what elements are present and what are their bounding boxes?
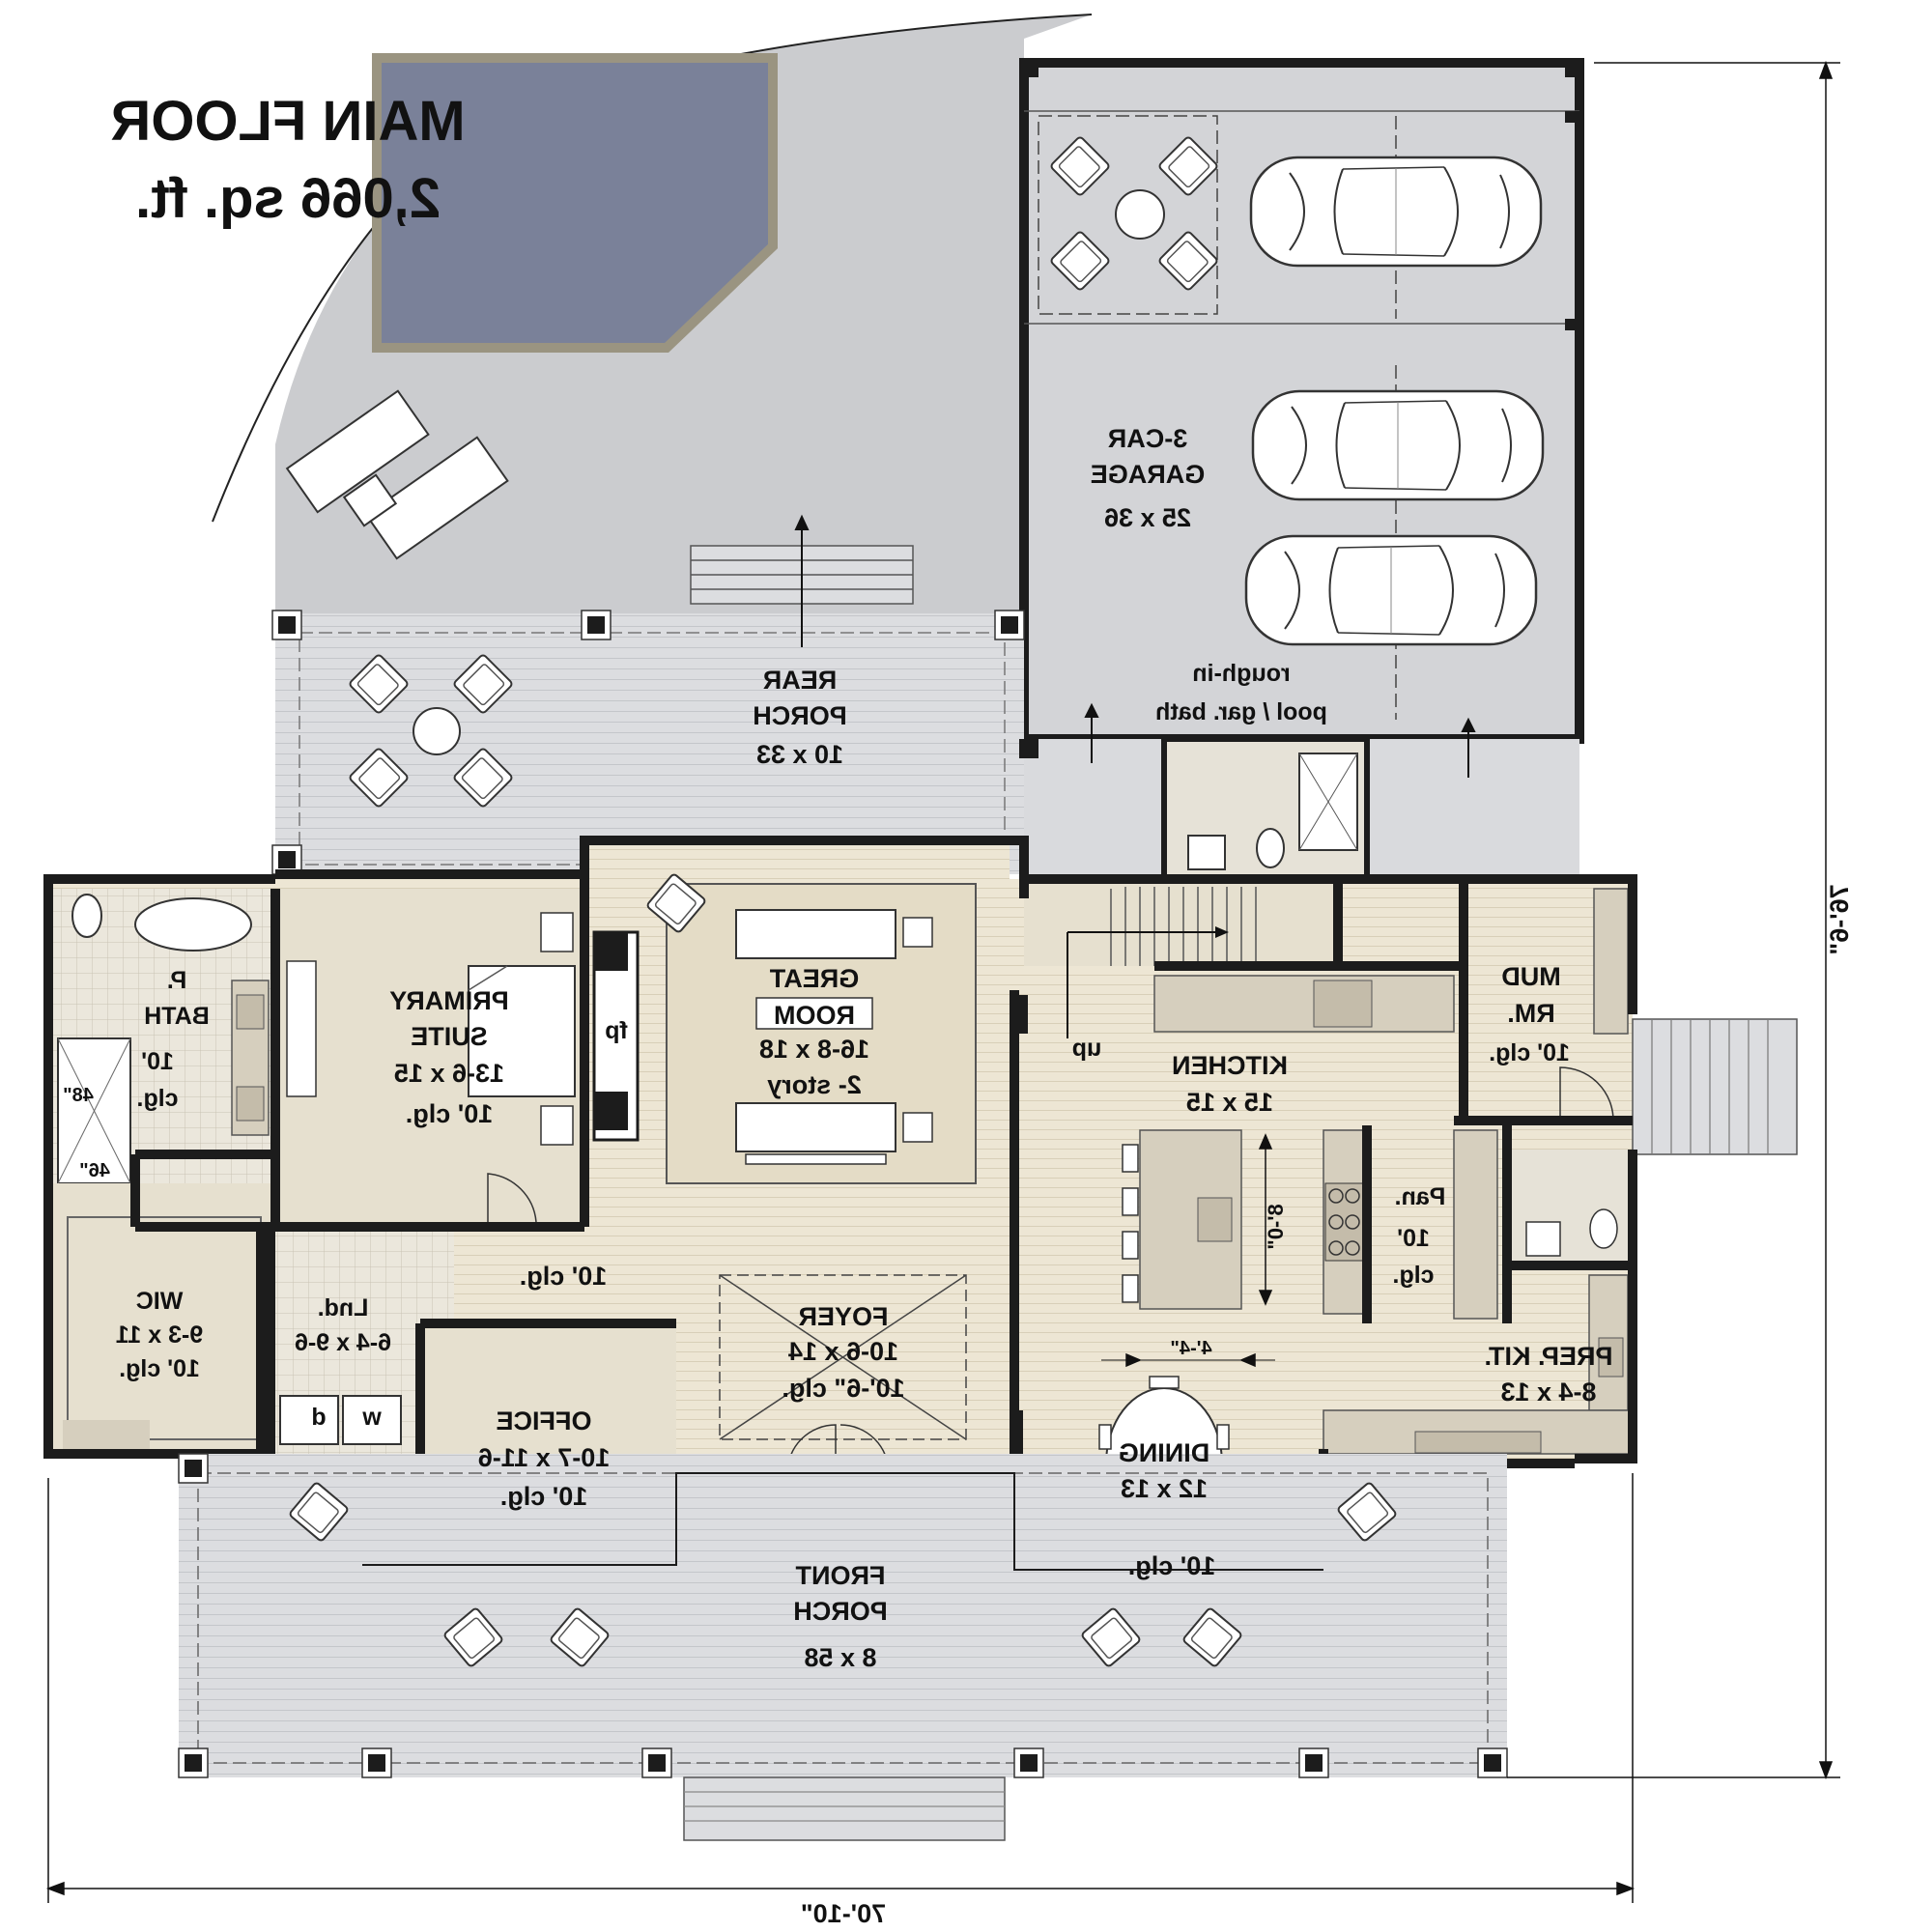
garage-label: 3-CAR bbox=[1108, 424, 1188, 453]
front-porch-floor bbox=[179, 1454, 1507, 1777]
stairs-up-label: up bbox=[1072, 1035, 1102, 1062]
office-label: OFFICE bbox=[497, 1406, 592, 1435]
mud-steps bbox=[1632, 1018, 1798, 1155]
garage-size: 25 x 36 bbox=[1104, 503, 1191, 532]
front-steps bbox=[683, 1776, 1006, 1841]
great-room-size: 16-8 x 18 bbox=[759, 1035, 869, 1064]
hall-ceiling: 10' clg. bbox=[520, 1262, 607, 1291]
rear-porch-label: REAR bbox=[763, 666, 838, 695]
prep-kitchen-size: 8-4 x 13 bbox=[1500, 1378, 1596, 1406]
aisle-width: 4'-4" bbox=[1170, 1338, 1211, 1359]
great-room-note: 2- story bbox=[767, 1070, 862, 1099]
dining-ceiling: 10' clg. bbox=[1128, 1551, 1215, 1580]
washer-label: w bbox=[362, 1404, 383, 1431]
shower-width: 46" bbox=[79, 1160, 110, 1181]
garage-seating bbox=[1048, 134, 1220, 293]
wic-ceiling: 10' clg. bbox=[119, 1355, 200, 1382]
kitchen-label: KITCHEN bbox=[1172, 1051, 1288, 1080]
stair-area bbox=[1024, 879, 1333, 966]
rear-porch-label-2: PORCH bbox=[753, 701, 847, 730]
p-bath-label: P. bbox=[167, 967, 186, 994]
primary-bed bbox=[468, 965, 576, 1097]
front-porch-label: FRONT bbox=[795, 1561, 885, 1590]
shower-depth: 48" bbox=[63, 1085, 94, 1106]
island-length: 8'-0" bbox=[1264, 1204, 1288, 1249]
laundry-label: Lnd. bbox=[318, 1294, 369, 1321]
kitchen-counter bbox=[1153, 975, 1455, 1033]
fireplace-label: fp bbox=[605, 1017, 628, 1044]
great-room-label: GREAT bbox=[769, 964, 859, 993]
great-room-label-2: ROOM bbox=[774, 1001, 855, 1030]
overall-depth: 76'-6" bbox=[1825, 884, 1854, 954]
plan-title: MAIN FLOOR bbox=[110, 90, 465, 153]
rear-porch-seating bbox=[347, 652, 515, 810]
foyer-size: 10-6 x 14 bbox=[788, 1337, 898, 1366]
primary-suite-size: 13-6 x 15 bbox=[394, 1059, 504, 1088]
office-ceiling: 10' clg. bbox=[500, 1482, 587, 1511]
front-porch-label-2: PORCH bbox=[793, 1597, 888, 1626]
prep-kitchen-label: PREP. KIT. bbox=[1484, 1342, 1612, 1371]
overall-width: 70'-10" bbox=[801, 1899, 886, 1928]
pantry-ceiling: 10' bbox=[1397, 1225, 1430, 1252]
p-bath-label-2: BATH bbox=[144, 1003, 210, 1030]
garage-label-2: GARAGE bbox=[1091, 460, 1206, 489]
garage-note-2: pool / gar. bath bbox=[1155, 698, 1327, 725]
mud-room-label: MUD bbox=[1501, 962, 1561, 991]
mud-room-label-2: RM. bbox=[1507, 999, 1555, 1028]
foyer-ceiling: 10'-6" clg. bbox=[782, 1374, 904, 1403]
mud-room-ceiling: 10' clg. bbox=[1489, 1039, 1570, 1066]
office-size: 10-7 x 11-6 bbox=[478, 1443, 611, 1472]
p-bath-ceiling-2: clg. bbox=[136, 1085, 178, 1112]
garage-door-arrows bbox=[1084, 702, 1476, 778]
rear-porch-floor bbox=[275, 613, 1024, 874]
primary-suite-ceiling: 10' clg. bbox=[406, 1099, 493, 1128]
primary-suite-label-2: SUITE bbox=[411, 1022, 488, 1051]
dining-label: DINING bbox=[1119, 1438, 1210, 1467]
dryer-label: d bbox=[311, 1404, 326, 1431]
pantry-label: Pan. bbox=[1395, 1183, 1446, 1210]
p-bath-ceiling: 10' bbox=[141, 1048, 174, 1075]
laundry-size: 6-4 x 9-6 bbox=[295, 1329, 391, 1356]
primary-suite-label: PRIMARY bbox=[389, 986, 509, 1015]
dining-size: 12 x 13 bbox=[1121, 1474, 1208, 1503]
wic-size: 9-3 x 11 bbox=[116, 1321, 203, 1349]
front-porch-size: 8 x 58 bbox=[804, 1643, 876, 1672]
kitchen-size: 15 x 15 bbox=[1186, 1088, 1273, 1117]
garage-note: rough-in bbox=[1192, 660, 1290, 687]
stairs bbox=[1110, 887, 1257, 966]
pool bbox=[372, 53, 778, 353]
rear-porch-size: 10 x 33 bbox=[756, 740, 843, 769]
patio-loungers bbox=[285, 389, 509, 560]
pantry-ceiling-2: clg. bbox=[1392, 1262, 1434, 1289]
foyer-label: FOYER bbox=[798, 1302, 888, 1331]
dimension-lines bbox=[45, 60, 1840, 1903]
wic-label: WIC bbox=[136, 1288, 184, 1315]
plan-area: 2,066 sq. ft. bbox=[135, 167, 441, 230]
